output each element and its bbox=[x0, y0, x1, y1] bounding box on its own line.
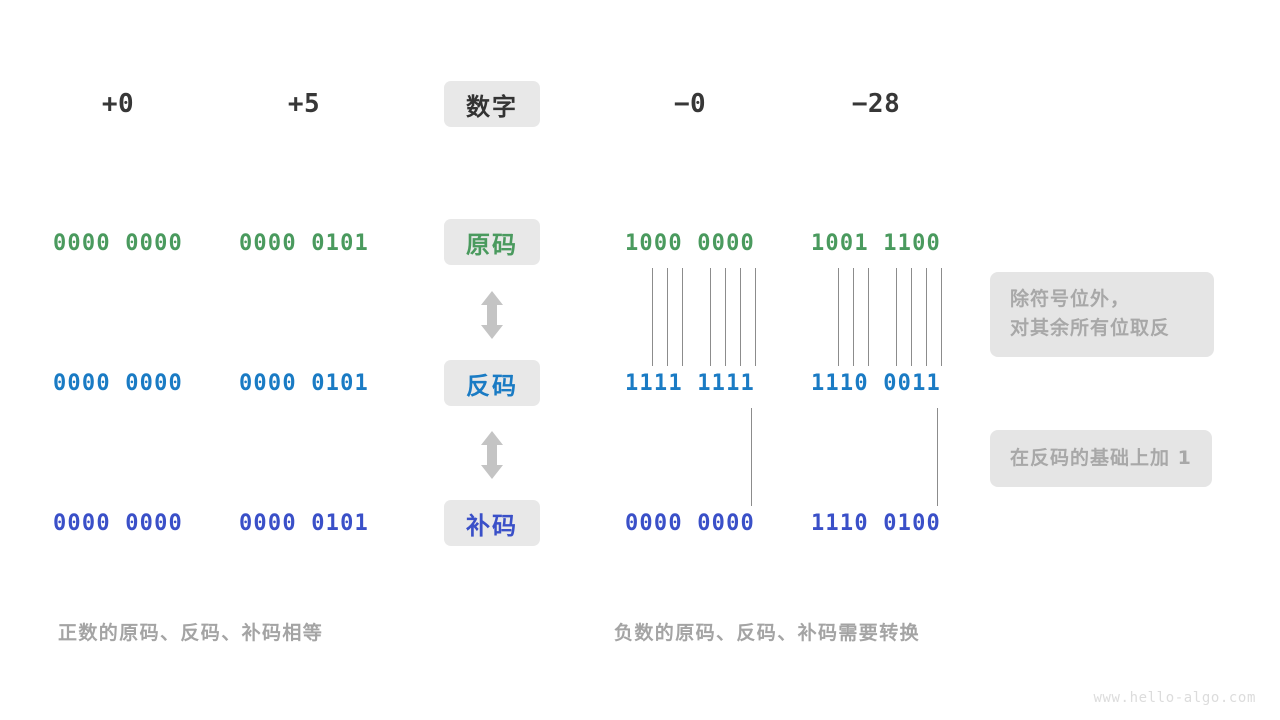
connector-tick bbox=[896, 268, 897, 366]
connector-tick bbox=[652, 268, 653, 366]
double-arrow-vertical-icon bbox=[477, 430, 507, 480]
connector-tick bbox=[751, 408, 752, 506]
ones-complement-pos-zero: 0000 0000 bbox=[52, 370, 183, 396]
note-add-one: 在反码的基础上加 1 bbox=[990, 430, 1212, 488]
ones-complement-neg-zero: 1111 1111 bbox=[624, 370, 755, 396]
sign-magnitude-pos-five: 0000 0101 bbox=[238, 230, 369, 256]
ones-complement-neg-twentyeight: 1110 0011 bbox=[810, 370, 941, 396]
connector-tick bbox=[755, 268, 756, 366]
connector-tick bbox=[725, 268, 726, 366]
twos-complement-pos-five: 0000 0101 bbox=[238, 510, 369, 536]
connector-tick bbox=[937, 408, 938, 506]
connector-tick bbox=[926, 268, 927, 366]
caption-negative: 负数的原码、反码、补码需要转换 bbox=[614, 622, 921, 644]
header-pos-zero: +0 bbox=[101, 89, 135, 119]
connector-tick bbox=[941, 268, 942, 366]
connector-tick bbox=[667, 268, 668, 366]
double-arrow-vertical-icon bbox=[477, 290, 507, 340]
connector-tick bbox=[740, 268, 741, 366]
row-label-twos-complement: 补码 bbox=[444, 500, 540, 546]
twos-complement-pos-zero: 0000 0000 bbox=[52, 510, 183, 536]
row-label-sign-magnitude: 原码 bbox=[444, 219, 540, 265]
sign-magnitude-neg-zero: 1000 0000 bbox=[624, 230, 755, 256]
row-label-ones-complement: 反码 bbox=[444, 360, 540, 406]
caption-positive: 正数的原码、反码、补码相等 bbox=[58, 622, 324, 644]
connector-tick bbox=[682, 268, 683, 366]
note-invert-bits: 除符号位外， 对其余所有位取反 bbox=[990, 272, 1214, 357]
sign-magnitude-neg-twentyeight: 1001 1100 bbox=[810, 230, 941, 256]
header-pos-five: +5 bbox=[287, 89, 321, 119]
sign-magnitude-pos-zero: 0000 0000 bbox=[52, 230, 183, 256]
connector-tick bbox=[710, 268, 711, 366]
connector-tick bbox=[911, 268, 912, 366]
connector-tick bbox=[868, 268, 869, 366]
connector-tick bbox=[838, 268, 839, 366]
row-label-number: 数字 bbox=[444, 81, 540, 127]
ones-complement-pos-five: 0000 0101 bbox=[238, 370, 369, 396]
connector-tick bbox=[853, 268, 854, 366]
header-neg-zero: −0 bbox=[673, 89, 707, 119]
header-neg-twentyeight: −28 bbox=[851, 89, 901, 119]
twos-complement-neg-zero: 0000 0000 bbox=[624, 510, 755, 536]
twos-complement-neg-twentyeight: 1110 0100 bbox=[810, 510, 941, 536]
watermark: www.hello-algo.com bbox=[1093, 690, 1256, 706]
